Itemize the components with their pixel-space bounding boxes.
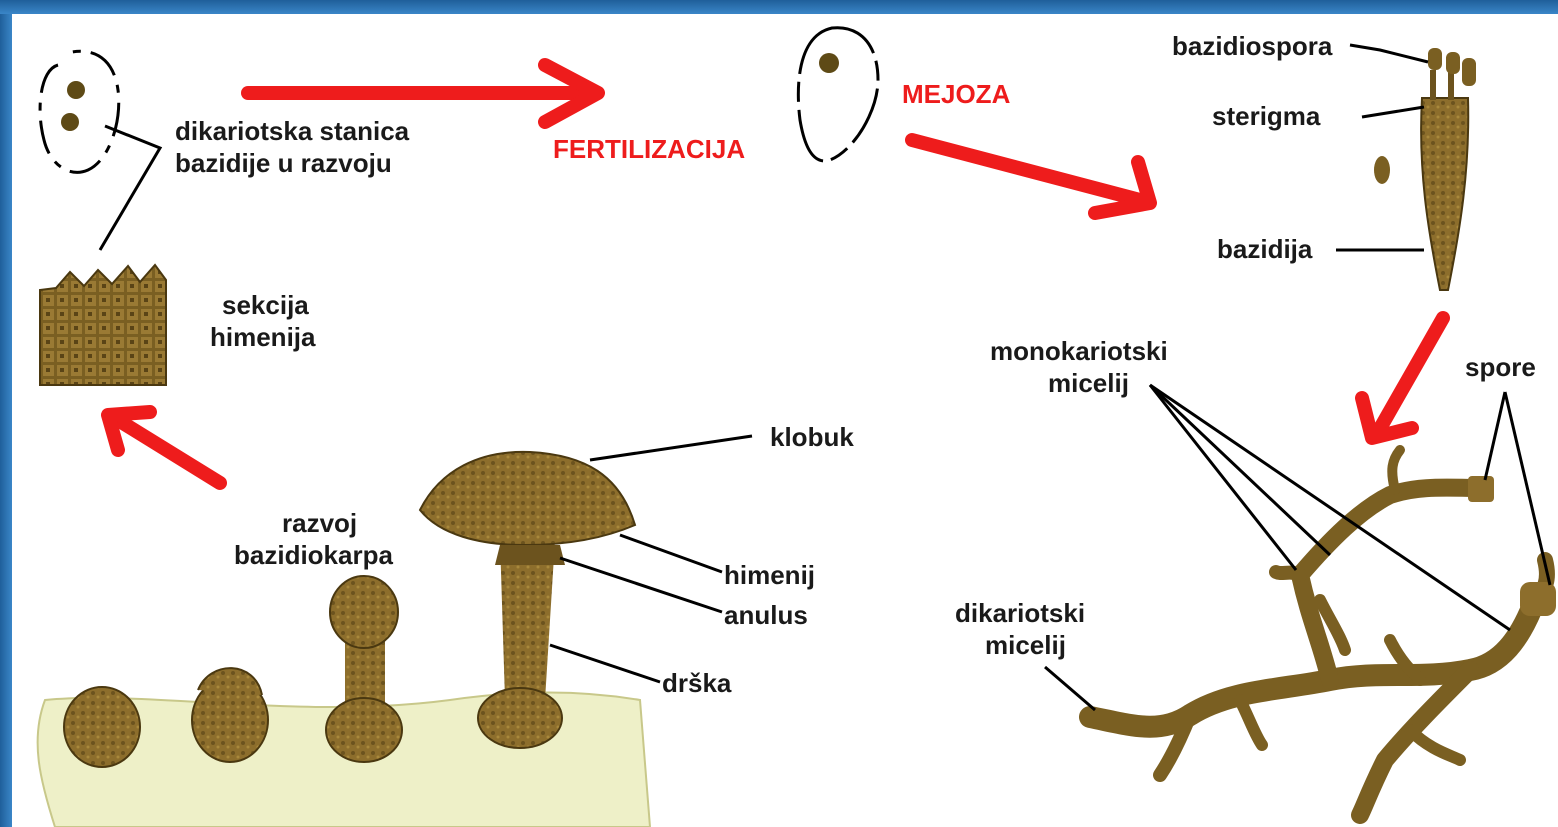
arrow-fertilizacija	[248, 65, 598, 122]
label-sterigma: sterigma	[1212, 101, 1321, 131]
label-razvoj: razvoj	[282, 508, 357, 538]
developing-basidium-cell	[40, 51, 119, 172]
label-bazidija: bazidija	[1217, 234, 1313, 264]
label-anulus: anulus	[724, 600, 808, 630]
fruiting-body-stage-1	[64, 687, 140, 767]
label-drska: drška	[662, 668, 732, 698]
basidium-leaders	[1336, 45, 1428, 250]
label-sekcija: sekcija	[222, 290, 309, 320]
label-bazidije-u-razvoju: bazidije u razvoju	[175, 148, 392, 178]
arrow-mejoza	[912, 140, 1150, 213]
label-mejoza: MEJOZA	[902, 79, 1011, 109]
label-dikariotska-stanica: dikariotska stanica	[175, 116, 410, 146]
label-spore: spore	[1465, 352, 1536, 382]
leader-cell-section	[100, 126, 160, 250]
label-himenij: himenij	[724, 560, 815, 590]
label-micelij-di: micelij	[985, 630, 1066, 660]
label-klobuk: klobuk	[770, 422, 854, 452]
basidium	[1374, 48, 1476, 290]
label-bazidiospora: bazidiospora	[1172, 31, 1333, 61]
spore-bodies	[1468, 476, 1556, 616]
hymenium-section	[40, 265, 166, 385]
label-bazidiokarpa: bazidiokarpa	[234, 540, 393, 570]
label-micelij-mono: micelij	[1048, 368, 1129, 398]
label-dikariotski: dikariotski	[955, 598, 1085, 628]
fruiting-body-stage-3	[326, 576, 402, 762]
fertilized-cell	[798, 28, 878, 161]
label-himenija: himenija	[210, 322, 316, 352]
arrow-to-section	[108, 412, 220, 483]
arrow-to-spores	[1362, 318, 1443, 438]
label-monokariotski: monokariotski	[990, 336, 1168, 366]
fruiting-body-stage-2	[192, 668, 268, 762]
mycelium-network	[1090, 450, 1547, 815]
label-fertilizacija: FERTILIZACIJA	[553, 134, 745, 164]
